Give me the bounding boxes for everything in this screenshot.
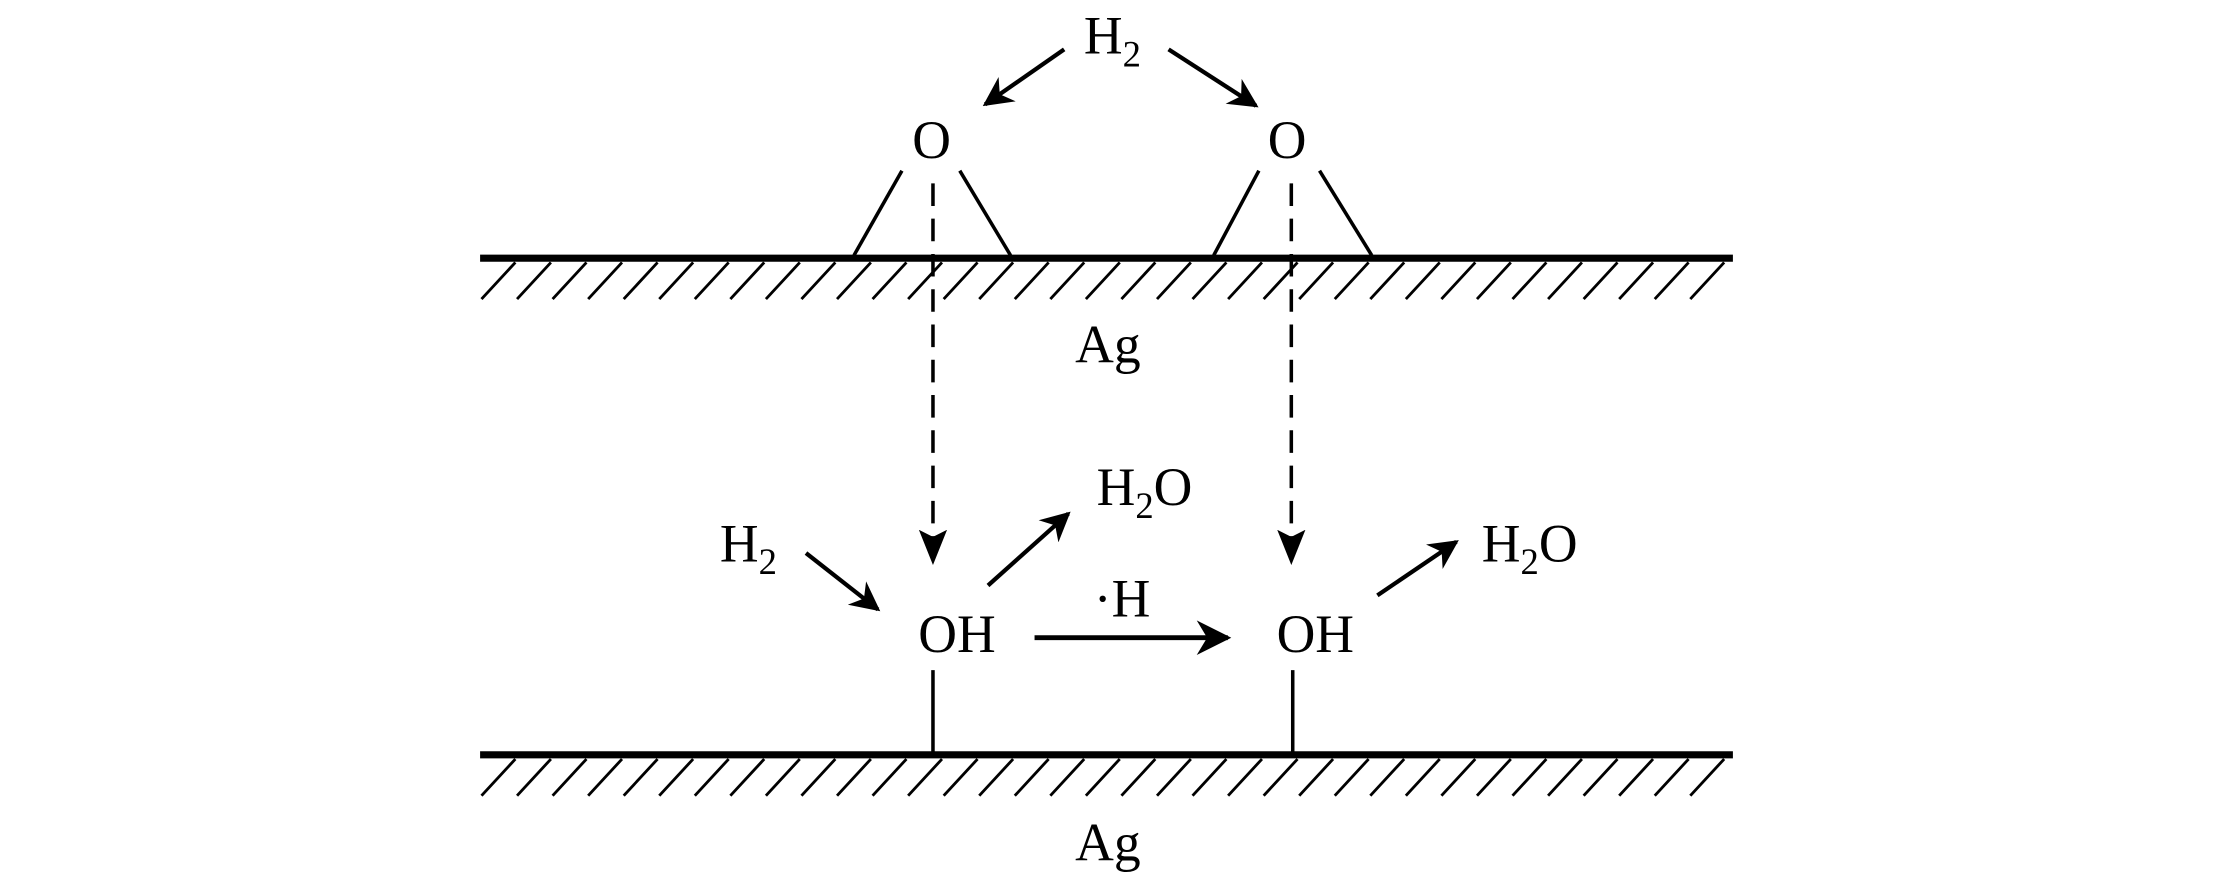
arrow-oh-to-water-right [1376,540,1459,598]
hatch-mark [480,261,517,301]
hatch-mark [1227,758,1264,797]
hatch-mark [1013,758,1050,797]
hatch-mark [1475,758,1512,797]
hatch-mark [1049,261,1086,301]
hatch-mark [587,758,624,797]
hatch-mark [942,758,979,797]
lower-h2-label: H2 [720,514,777,583]
hatch-mark [907,758,944,797]
hatch-mark [1582,261,1619,301]
hatch-mark [764,261,801,301]
hatch-mark [1689,758,1726,797]
hatch-mark [1298,261,1335,301]
hatch-mark [1013,261,1050,301]
hatch-mark [551,758,588,797]
adsorbed-oxygen-right: O [1268,110,1307,170]
hydroxyl-bonds [931,670,1295,754]
hatch-mark [1440,261,1477,301]
hatch-mark [764,758,801,797]
hatch-mark [1689,261,1726,301]
hatch-mark [1475,261,1512,301]
hatch-mark [1333,758,1370,797]
hydroxyl-right: OH [1277,604,1354,664]
hatch-mark [1227,261,1264,301]
hatch-mark [1120,261,1157,301]
hatch-mark [1191,261,1228,301]
top-silver-surface [480,254,1733,301]
hatch-mark [800,758,837,797]
water-product-right: H2O [1482,514,1578,583]
hatch-mark [907,261,944,301]
hatch-mark [693,261,730,301]
hatch-mark [622,758,659,797]
hatch-mark [658,758,695,797]
hatch-mark [551,261,588,301]
hatch-mark [1369,261,1406,301]
hatch-mark [1582,758,1619,797]
hydrogen-radical-label: ·H [1094,569,1151,629]
hatch-mark [1155,758,1192,797]
arrow-h2-to-left-o [982,47,1066,107]
arrow-h2-to-oh [804,551,881,612]
hatch-mark [1653,758,1690,797]
hatch-mark [1404,261,1441,301]
top-surface-label: Ag [1075,315,1141,375]
hatch-mark [835,758,872,797]
hatch-mark [1653,261,1690,301]
hatch-mark [622,261,659,301]
hatch-mark [1511,261,1548,301]
hydroxyl-left: OH [918,604,995,664]
hatch-mark [587,261,624,301]
hatch-mark [1618,758,1655,797]
hatch-mark [978,758,1015,797]
hatch-mark [871,758,908,797]
hatch-mark [1547,261,1583,301]
hatch-mark [1369,758,1406,797]
oxygen-bonds [852,169,1374,257]
hatch-mark [1404,758,1441,797]
hatch-mark [1298,758,1335,797]
hatch-mark [1155,261,1192,301]
arrow-h2-to-right-o [1167,47,1259,108]
hatch-mark [1191,758,1228,797]
arrow-oh-to-water-left [986,511,1071,588]
hatch-mark [978,261,1015,301]
hatch-mark [1049,758,1086,797]
hatch-mark [835,261,872,301]
hatch-mark [1333,261,1370,301]
hatch-mark [729,261,766,301]
water-product-left: H2O [1097,457,1193,526]
adsorbed-oxygen-left: O [912,110,951,170]
hatch-mark [1084,261,1121,301]
hatch-mark [1440,758,1477,797]
hatch-mark [871,261,908,301]
hatch-mark [1262,758,1299,797]
hatch-mark [1120,758,1157,797]
hatch-mark [516,758,552,797]
hatch-mark [480,758,517,797]
bottom-surface-label: Ag [1075,813,1141,873]
hatch-mark [942,261,979,301]
hatch-mark [658,261,695,301]
hatch-mark [800,261,837,301]
hatch-mark [1511,758,1548,797]
top-surface-hatching [480,261,1726,301]
bottom-silver-surface [480,751,1733,797]
hatch-mark [1547,758,1583,797]
hatch-mark [516,261,552,301]
hatch-mark [1084,758,1121,797]
hatch-mark [729,758,766,797]
top-h2-label: H2 [1084,6,1141,75]
bottom-surface-hatching [480,758,1726,797]
hatch-mark [693,758,730,797]
hatch-mark [1618,261,1655,301]
